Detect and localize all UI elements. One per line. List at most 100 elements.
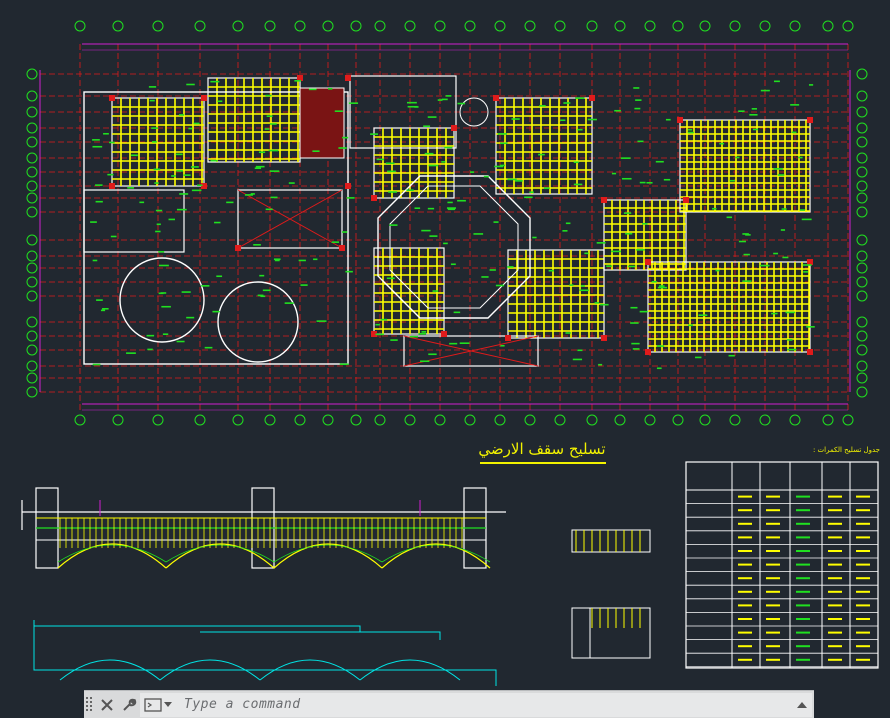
- table-cell: [856, 631, 870, 634]
- annotation: [808, 84, 814, 86]
- table-cell: [766, 563, 780, 566]
- annotation: [655, 160, 664, 163]
- column: [601, 197, 607, 203]
- annotation: [634, 107, 641, 110]
- annotation: [181, 291, 191, 293]
- annotation: [580, 285, 585, 287]
- annotation: [719, 142, 725, 145]
- annotation: [171, 175, 176, 177]
- grid-bubble: [614, 20, 626, 32]
- slab-panel: [495, 97, 593, 195]
- table-cell: [796, 604, 810, 607]
- grid-bubble: [856, 206, 868, 218]
- table-cell: [828, 631, 842, 634]
- wrench-icon[interactable]: [118, 694, 140, 716]
- annotation: [773, 80, 780, 83]
- grid-bubble: [759, 414, 771, 426]
- grid-bubble: [294, 414, 306, 426]
- table-cell: [796, 631, 810, 634]
- annotation: [799, 209, 806, 211]
- column: [371, 195, 377, 201]
- annotation: [449, 342, 458, 345]
- table-cell: [856, 550, 870, 552]
- table-cell: [766, 577, 780, 580]
- column: [339, 245, 345, 251]
- annotation: [160, 292, 167, 294]
- annotation: [803, 271, 809, 273]
- annotation: [565, 332, 571, 334]
- grid-bubble: [644, 20, 656, 32]
- close-icon[interactable]: [96, 694, 118, 716]
- annotation: [147, 348, 153, 351]
- annotation: [90, 221, 97, 223]
- annotation: [316, 320, 327, 322]
- grid-bubble: [434, 20, 446, 32]
- arch: [57, 543, 167, 569]
- annotation: [406, 189, 414, 191]
- annotation: [298, 259, 306, 262]
- annotation: [543, 187, 550, 190]
- column: [589, 95, 595, 101]
- annotation: [266, 115, 273, 117]
- annotation: [341, 231, 348, 233]
- bar-arch: [59, 659, 161, 681]
- grid-bubble: [822, 414, 834, 426]
- annotation: [188, 127, 193, 130]
- table-cell: [738, 618, 752, 620]
- annotation: [262, 289, 271, 292]
- grid-bubble: [26, 316, 38, 328]
- grid-bubble: [26, 206, 38, 218]
- annotation: [153, 168, 161, 171]
- table-cell: [766, 631, 780, 634]
- command-prompt-icon[interactable]: [140, 697, 182, 712]
- table-cell: [738, 631, 752, 634]
- table-cell: [828, 590, 842, 593]
- annotation: [577, 349, 583, 352]
- table-cell: [766, 550, 780, 552]
- table-cell: [766, 495, 780, 498]
- bar-shape: [33, 620, 497, 686]
- annotation: [274, 259, 280, 262]
- table-cell: [856, 563, 870, 566]
- arch: [57, 544, 167, 563]
- arch: [381, 543, 491, 569]
- grid-bubble: [232, 414, 244, 426]
- annotation: [657, 286, 668, 289]
- annotation: [176, 170, 183, 172]
- annotation: [370, 133, 379, 135]
- annotation: [254, 167, 262, 170]
- grid-bubble: [856, 344, 868, 356]
- annotation: [790, 104, 800, 106]
- annotation: [630, 306, 638, 309]
- annotation: [743, 253, 750, 256]
- grid-bubble: [856, 68, 868, 80]
- grid-bubble: [26, 290, 38, 302]
- caret-up-icon[interactable]: [792, 701, 812, 708]
- grid-bubble: [789, 414, 801, 426]
- arch: [165, 543, 275, 569]
- grid-bubble: [524, 414, 536, 426]
- beam-schedule-table: [685, 461, 879, 669]
- grid-bubble: [26, 166, 38, 178]
- annotation: [614, 109, 621, 112]
- annotation: [375, 333, 384, 336]
- annotation: [632, 348, 640, 350]
- diagonal: [237, 189, 343, 249]
- annotation: [107, 173, 114, 176]
- command-line-grip[interactable]: [86, 696, 96, 714]
- table-cell: [856, 618, 870, 620]
- command-input[interactable]: [182, 693, 792, 716]
- grid-bubble: [464, 414, 476, 426]
- bar-shape: [200, 631, 441, 640]
- slab-panel: [647, 261, 811, 353]
- annotation: [428, 353, 437, 356]
- round-room: [119, 257, 205, 343]
- round-room: [217, 281, 299, 363]
- annotation: [611, 250, 622, 253]
- annotation: [92, 145, 103, 148]
- annotation: [389, 224, 398, 226]
- annotation: [168, 218, 176, 221]
- annotation: [193, 122, 200, 125]
- annotation: [260, 295, 266, 298]
